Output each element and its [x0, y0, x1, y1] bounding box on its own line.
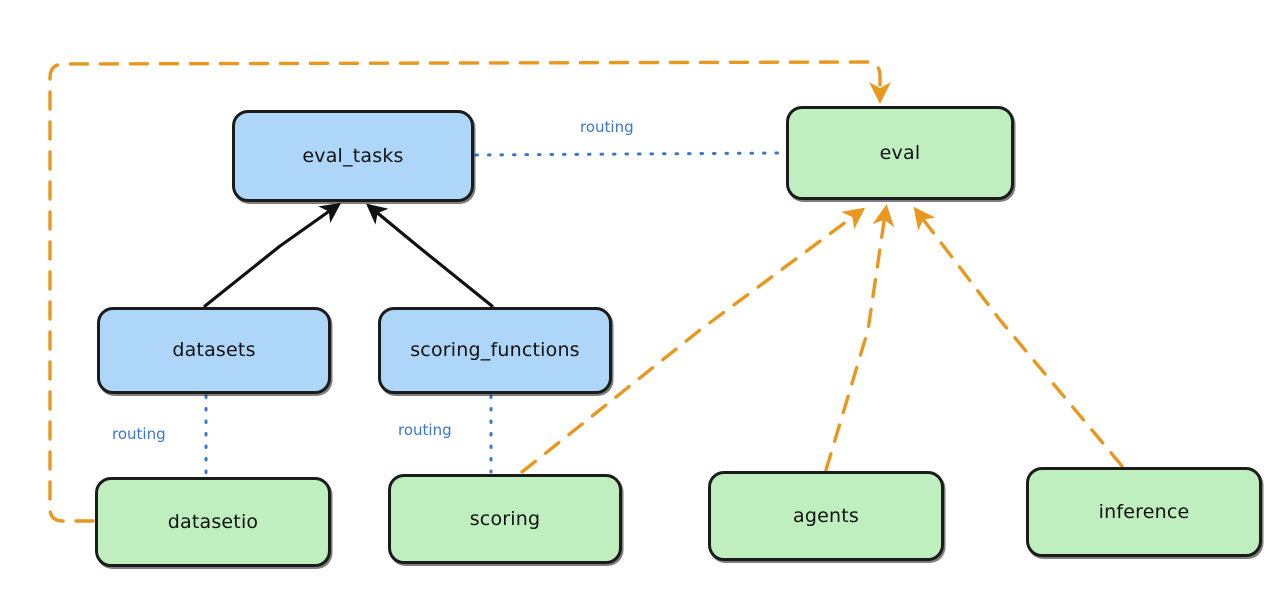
node-label-scoring: scoring: [469, 507, 541, 530]
node-label-scoring-functions: scoring_functions: [410, 339, 580, 362]
node-label-datasetio: datasetio: [167, 510, 259, 533]
node-scoring[interactable]: scoring: [388, 474, 622, 564]
edge-datasets-to-eval-tasks: [203, 202, 342, 308]
edge-datasetio-to-eval: [48, 60, 891, 523]
node-label-eval: eval: [879, 141, 921, 164]
edge-scoring-functions-to-eval-tasks: [366, 203, 494, 308]
edge-label-routing-eval-tasks: routing: [580, 118, 634, 136]
node-inference[interactable]: inference: [1026, 467, 1262, 557]
edge-inference-to-eval: [913, 206, 1124, 468]
edge-scoring-to-eval: [520, 207, 866, 474]
node-scoring-functions[interactable]: scoring_functions: [378, 307, 612, 394]
node-eval[interactable]: eval: [786, 106, 1014, 200]
node-label-eval-tasks: eval_tasks: [302, 144, 404, 167]
node-eval-tasks[interactable]: eval_tasks: [232, 110, 474, 202]
edge-label-routing-scoring-functions: routing: [398, 421, 452, 439]
node-label-datasets: datasets: [172, 339, 256, 362]
edge-agents-to-eval: [824, 204, 895, 472]
node-label-inference: inference: [1098, 500, 1190, 523]
node-agents[interactable]: agents: [708, 471, 944, 561]
node-label-agents: agents: [793, 504, 859, 527]
node-datasets[interactable]: datasets: [97, 307, 331, 394]
edge-eval-tasks-to-eval: [474, 151, 786, 157]
edge-label-routing-datasets: routing: [112, 425, 166, 443]
node-datasetio[interactable]: datasetio: [95, 477, 331, 567]
